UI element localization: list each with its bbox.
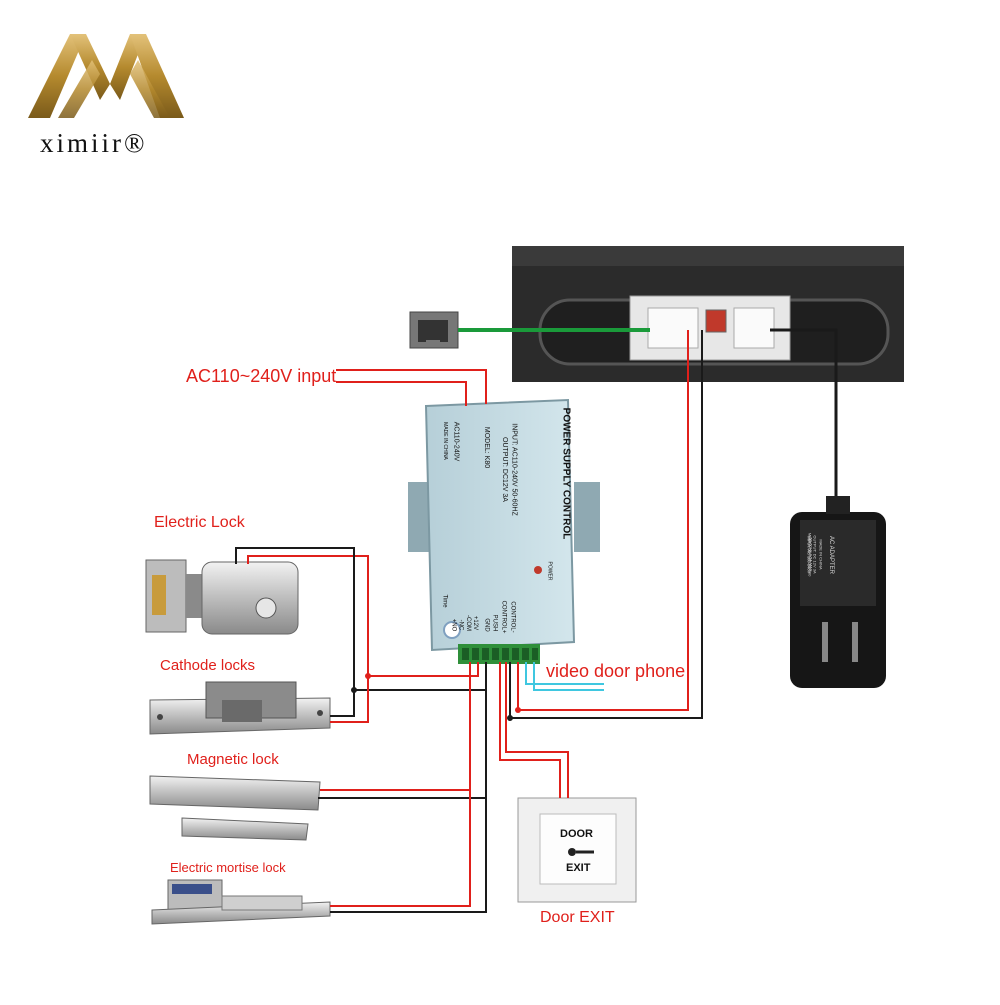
ac-adapter-image (790, 496, 886, 688)
psu-terminal: CONTROL+ (500, 600, 507, 634)
label-door-exit: Door EXIT (540, 909, 615, 926)
psu-terminal: GND (483, 618, 490, 632)
brand-name: ximiir® (40, 128, 148, 158)
psu-input: INPUT: AC110-240V 50-60HZ (510, 423, 518, 516)
psu-model: MODEL: K80 (483, 426, 491, 469)
label-magnetic-lock: Magnetic lock (187, 751, 279, 768)
psu-power: POWER (546, 561, 553, 581)
psu-output: OUTPUT: DC12V 3A (500, 437, 508, 502)
exit-button-bottom: EXIT (566, 862, 591, 874)
brand-logo (28, 34, 184, 118)
psu-terminal: -NC (457, 619, 464, 631)
rj45-jack-icon (409, 311, 459, 349)
mortise-lock-image (151, 879, 331, 925)
psu-terminal: CONTROL- (509, 601, 516, 633)
adapter-output: OUTPUT: DC 12V 3A (812, 535, 818, 574)
label-ac-input: AC110~240V input (186, 366, 337, 386)
psu-terminal: +12V (472, 615, 479, 631)
power-supply-box (408, 398, 600, 664)
video-door-phone-unit (512, 246, 904, 382)
label-electric-lock: Electric Lock (154, 514, 245, 531)
label-video-door-phone: video door phone (546, 661, 686, 681)
psu-time: Time (441, 594, 448, 608)
door-exit-button-image (517, 797, 637, 903)
adapter-title: AC ADAPTER (828, 535, 835, 575)
exit-button-top: DOOR (560, 828, 593, 840)
magnetic-lock-image (149, 775, 321, 841)
psu-terminal: PUSH (491, 614, 498, 632)
psu-made-in: MADE IN CHINA (441, 422, 448, 460)
cathode-lock-image (149, 681, 331, 735)
label-mortise-lock: Electric mortise lock (170, 860, 286, 875)
psu-ac-label: AC110-240V (452, 421, 460, 462)
adapter-made-in: MADE IN CHINA (818, 539, 824, 570)
psu-title: POWER SUPPLY CONTROL (560, 407, 572, 540)
electric-lock-image (145, 559, 299, 635)
wiring-lines (235, 328, 838, 913)
psu-terminal: +NO (450, 618, 457, 632)
label-cathode-locks: Cathode locks (160, 657, 256, 674)
psu-terminal: -COM (465, 615, 471, 631)
